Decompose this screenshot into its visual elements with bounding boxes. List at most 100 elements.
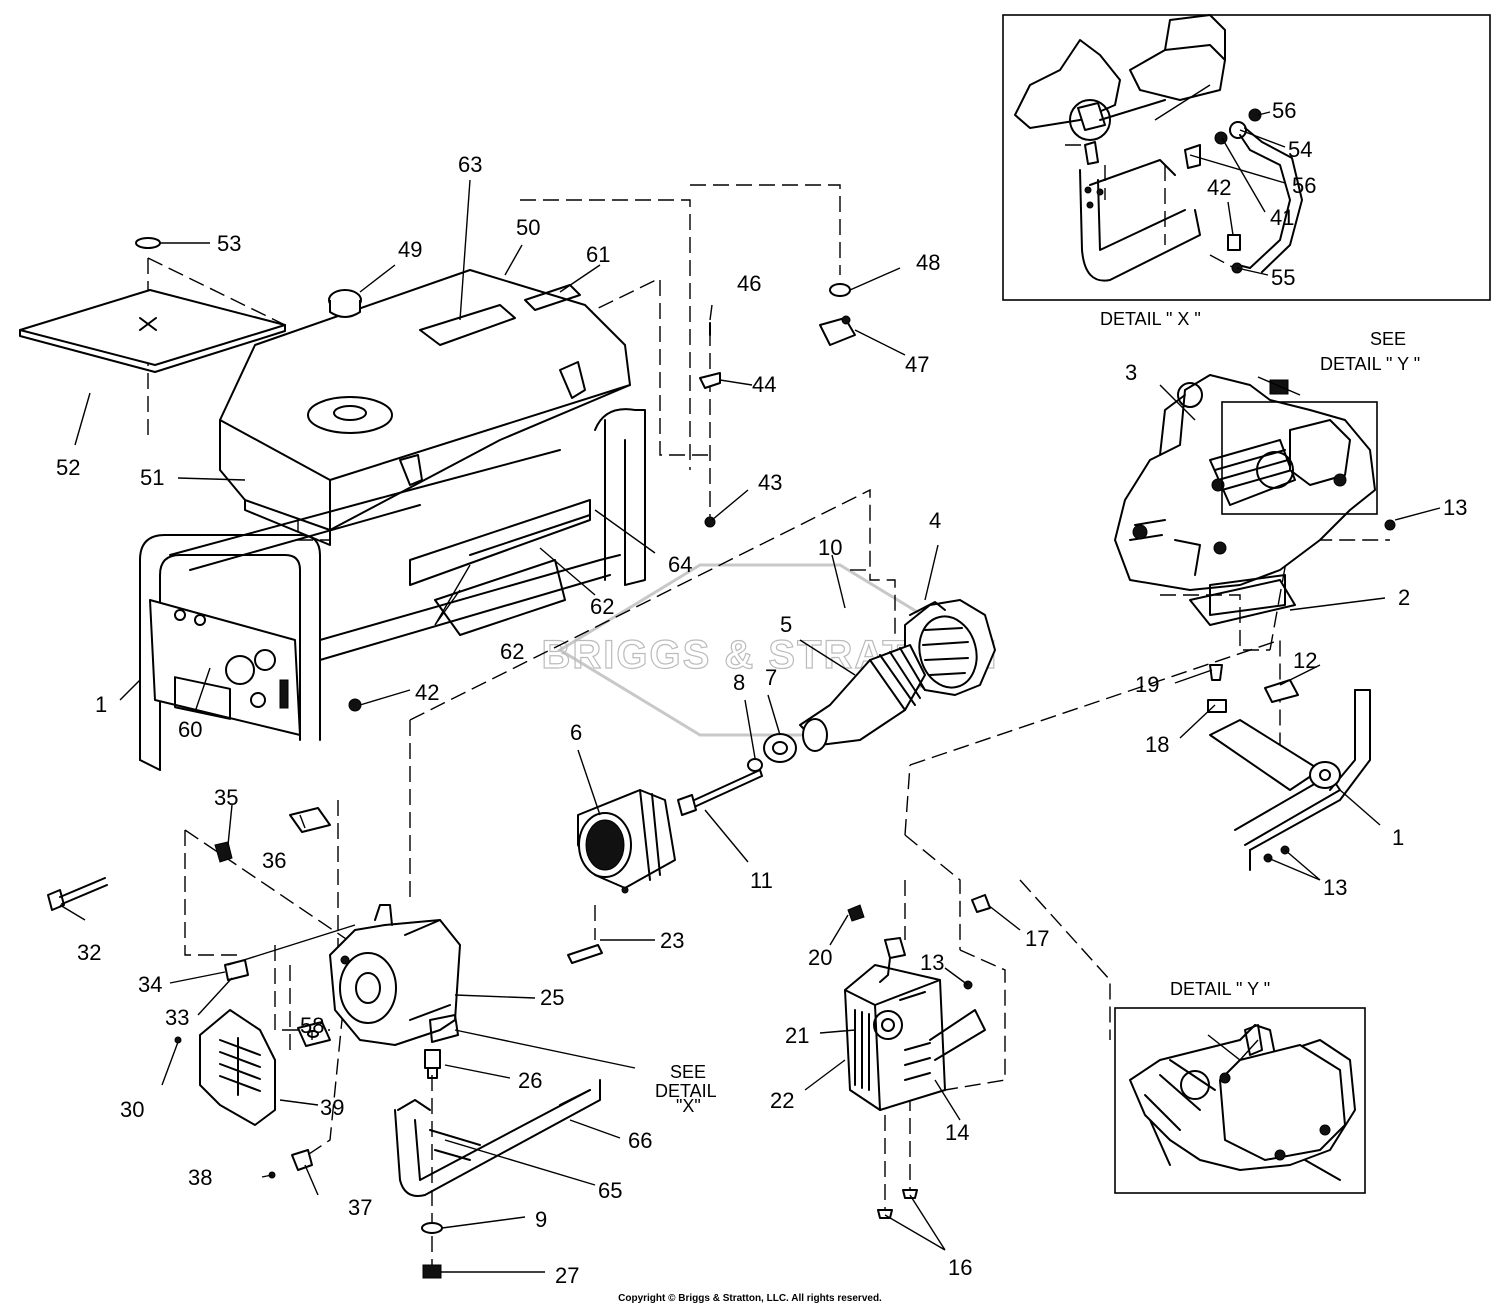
callout-3: 3 [1125, 360, 1137, 385]
part-front-cradle [394, 1079, 601, 1197]
callout-23: 23 [660, 928, 684, 953]
callout-49: 49 [398, 237, 422, 262]
callout-7: 7 [765, 665, 777, 690]
part-control-panel [409, 499, 591, 586]
callout-6: 6 [570, 720, 582, 745]
detail-x-title: DETAIL " X " [1100, 309, 1201, 329]
callout-20: 20 [808, 945, 832, 970]
leader-lines [59, 111, 1441, 1273]
callout-34: 34 [138, 972, 162, 997]
callout-55: 55 [1271, 265, 1295, 290]
callout-2: 2 [1398, 585, 1410, 610]
part-fuel-valve [819, 283, 856, 346]
part-muffler [844, 937, 946, 1111]
callout-43: 43 [758, 470, 782, 495]
callout-1: 1 [1392, 825, 1404, 850]
callout-12: 12 [1293, 648, 1317, 673]
part-exhaust-fittings [847, 894, 991, 922]
see-detail-x-line1: SEE [670, 1062, 706, 1082]
callout-13: 13 [1443, 495, 1467, 520]
callout-32: 32 [77, 940, 101, 965]
callout-56: 56 [1272, 98, 1296, 123]
callout-10: 10 [818, 535, 842, 560]
part-frame [139, 408, 646, 771]
part-fuel-cap [328, 289, 362, 318]
callout-39: 39 [320, 1095, 344, 1120]
callout-1: 1 [95, 692, 107, 717]
part-washer-nut-bottom [421, 1222, 443, 1279]
callout-56: 56 [1292, 173, 1316, 198]
callout-35: 35 [214, 785, 238, 810]
callout-62: 62 [500, 639, 524, 664]
callout-25: 25 [540, 985, 564, 1010]
callout-11: 11 [750, 868, 773, 893]
callout-65: 65 [598, 1178, 622, 1203]
copyright-notice: Copyright © Briggs & Stratton, LLC. All … [618, 1293, 882, 1304]
part-stator [577, 789, 676, 894]
part-engine [1114, 374, 1376, 616]
part-engine-plate [1189, 579, 1296, 626]
part-end-cover [199, 1009, 276, 1126]
callout-53: 53 [217, 231, 241, 256]
callout-66: 66 [628, 1128, 652, 1153]
part-screws-16 [877, 1189, 918, 1219]
callout-58: 58 [300, 1013, 324, 1038]
callout-17: 17 [1025, 926, 1049, 951]
callout-14: 14 [945, 1120, 969, 1145]
callout-51: 51 [140, 465, 164, 490]
part-rear-housing [329, 904, 461, 1046]
callout-18: 18 [1145, 732, 1169, 757]
see-detail-y-line2: DETAIL " Y " [1320, 354, 1420, 374]
callout-60: 60 [178, 717, 202, 742]
detail-y [1114, 1007, 1366, 1194]
part-small-items-left [47, 807, 331, 1179]
part-washer-8 [747, 758, 763, 772]
detail-y-reference-box [1221, 401, 1378, 515]
callout-42: 42 [1207, 175, 1231, 200]
part-bearing [763, 733, 797, 763]
part-stud-23 [567, 944, 603, 964]
part-bolt-19 [1209, 664, 1223, 681]
callout-19: 19 [1135, 672, 1159, 697]
callout-9: 9 [535, 1207, 547, 1232]
part-cover-panel [19, 289, 286, 373]
part-rotor [799, 644, 926, 752]
callout-52: 52 [56, 455, 80, 480]
callout-41: 41 [1270, 205, 1294, 230]
callout-8: 8 [733, 670, 745, 695]
callout-13: 13 [1323, 875, 1347, 900]
callout-62: 62 [590, 594, 614, 619]
callout-36: 36 [262, 848, 286, 873]
callout-38: 38 [188, 1165, 212, 1190]
part-decal-62 [434, 559, 566, 636]
callout-13: 13 [920, 950, 944, 975]
callout-42: 42 [415, 680, 439, 705]
detail-y-title: DETAIL " Y " [1170, 979, 1270, 999]
part-stator-ring [904, 599, 996, 696]
detail-x [1002, 14, 1491, 301]
part-fuel-tank [219, 269, 631, 546]
callout-64: 64 [668, 552, 692, 577]
callout-33: 33 [165, 1005, 189, 1030]
callout-21: 21 [785, 1023, 809, 1048]
callout-22: 22 [770, 1088, 794, 1113]
callout-labels: 1 1 2 3 4 5 6 7 8 9 10 11 12 13 13 13 13… [56, 98, 1467, 1288]
callout-27: 27 [555, 1263, 579, 1288]
callout-26: 26 [518, 1068, 542, 1093]
see-detail-x-line2: DETAIL [655, 1081, 717, 1101]
part-through-bolt [677, 769, 763, 816]
callout-54: 54 [1288, 137, 1312, 162]
callout-16: 16 [948, 1255, 972, 1280]
callout-46: 46 [737, 271, 761, 296]
assembly-lines [147, 144, 1390, 1270]
part-mount-stud-26 [424, 1049, 441, 1079]
callout-61: 61 [586, 242, 610, 267]
part-nut-13-engine [1384, 519, 1396, 531]
callout-4: 4 [929, 508, 941, 533]
part-cover-knob [135, 237, 161, 331]
callout-5: 5 [780, 612, 792, 637]
callout-63: 63 [458, 152, 482, 177]
callout-47: 47 [905, 352, 929, 377]
see-detail-x-line3: "X" [676, 1096, 701, 1116]
